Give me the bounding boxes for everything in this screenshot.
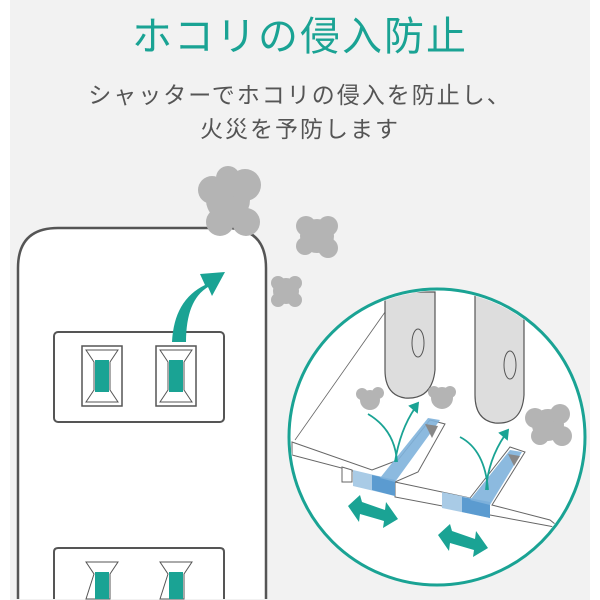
detail-circle — [287, 287, 587, 587]
shutter-right — [442, 450, 522, 518]
outlet-top — [53, 331, 225, 423]
shutter-left — [353, 418, 440, 496]
page-title: ホコリの侵入防止 — [132, 14, 468, 60]
power-strip — [16, 226, 268, 600]
curved-arrow-icon — [172, 272, 225, 342]
slide-arrow-icon — [348, 495, 488, 557]
subtitle-line-1: シャッターでホコリの侵入を防止し、 — [88, 83, 512, 109]
plug-blade-left — [384, 291, 436, 399]
outlet-bottom — [53, 547, 225, 600]
dust-cloud-icon — [356, 386, 572, 446]
plug-blade-right — [474, 291, 525, 424]
airflow-arrow-icon — [367, 401, 510, 491]
subtitle-line-2: 火災を予防します — [200, 117, 400, 143]
dust-cloud-icon — [198, 166, 338, 307]
